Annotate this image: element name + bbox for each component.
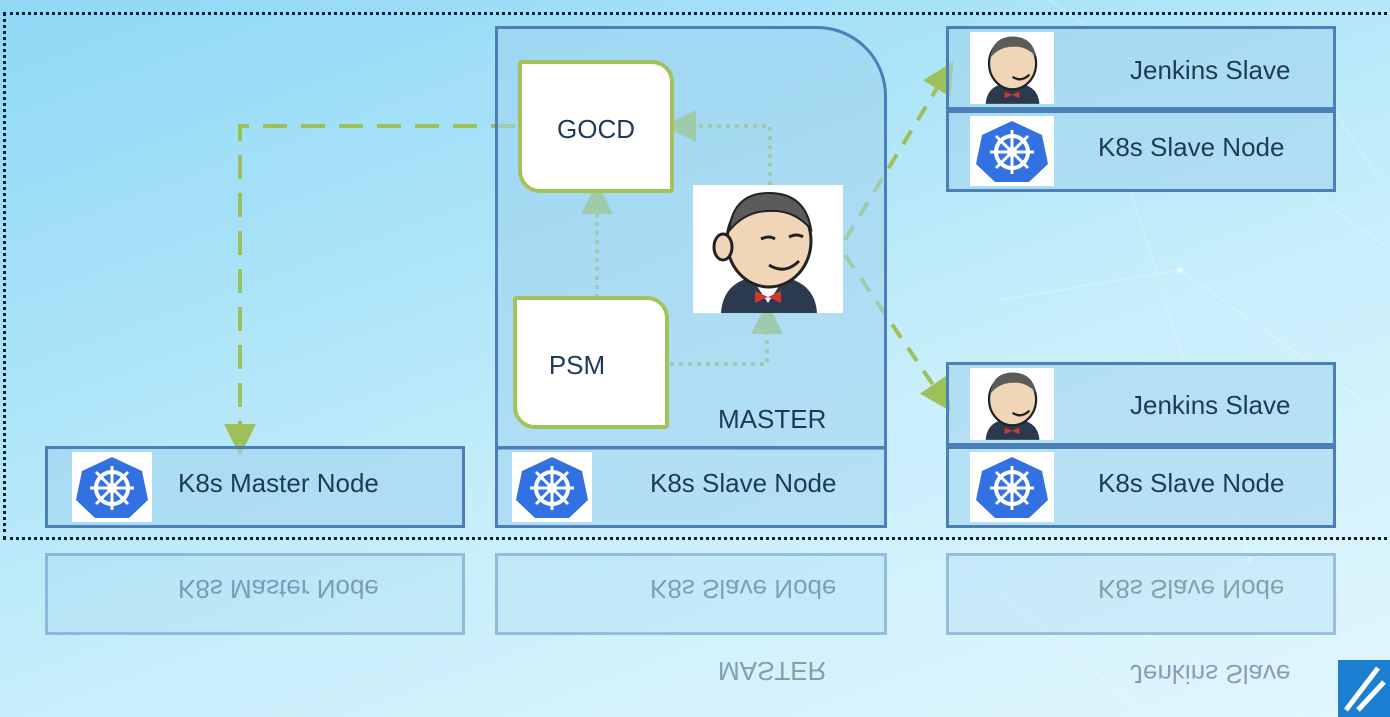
kubernetes-icon [72,452,152,522]
reflection-slave-node-box [495,553,887,635]
reflection-right-node-box [946,553,1336,635]
reflection-master-node-box [45,553,465,635]
psm-card: PSM [513,296,669,429]
slave-top-jenkins-label: Jenkins Slave [1130,55,1291,85]
reflection: K8s Master Node K8s Slave Node MASTER K8… [0,543,1390,717]
jenkins-icon [970,368,1054,440]
kubernetes-icon [970,116,1054,186]
gocd-label: GOCD [557,114,635,144]
psm-label: PSM [548,350,606,380]
gocd-card: GOCD [518,60,674,193]
kubernetes-icon [512,452,592,522]
reflection-master-node-label: K8s Master Node [178,574,379,604]
master-title: MASTER [718,404,827,434]
dotted-frame [3,12,1387,540]
master-k8s-slave-node-label: K8s Slave Node [650,468,837,498]
jenkins-icon [970,32,1054,104]
reflection-right-jenkins-label: Jenkins Slave [1130,659,1291,689]
reflection-slave-node-label: K8s Slave Node [650,574,837,604]
k8s-master-node-label: K8s Master Node [178,468,379,498]
brand-logo-icon [1338,660,1390,717]
kubernetes-icon [970,452,1054,522]
slave-bottom-node-label: K8s Slave Node [1098,468,1285,498]
reflection-right-node-label: K8s Slave Node [1098,574,1285,604]
reflection-master-label: MASTER [718,656,827,686]
slave-bottom-jenkins-label: Jenkins Slave [1130,390,1291,420]
slave-top-node-label: K8s Slave Node [1098,132,1285,162]
jenkins-icon [693,185,843,313]
